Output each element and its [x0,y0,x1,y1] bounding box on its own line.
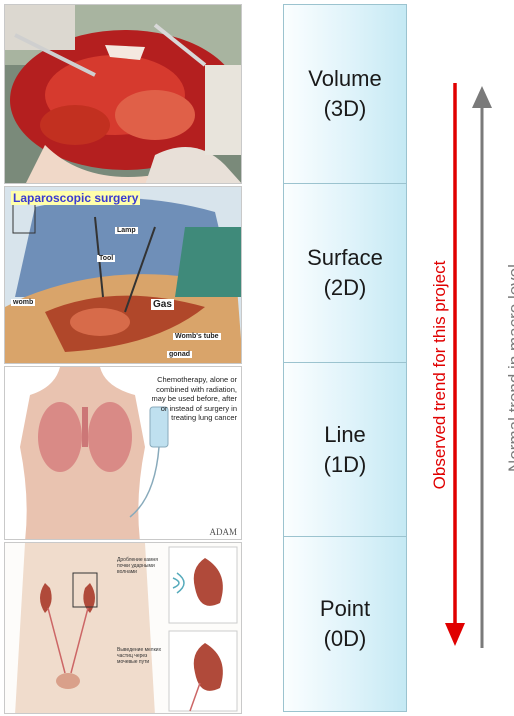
lithotripsy-caption-bottom: Выведение мелких частиц через мочевые пу… [117,647,165,665]
level-point-dim: (0D) [324,624,367,654]
level-surface-name: Surface [307,243,383,273]
label-wombs-tube: Womb's tube [173,333,221,340]
chemotherapy-caption: Chemotherapy, alone or combined with rad… [145,375,237,423]
level-surface-dim: (2D) [324,273,367,303]
laparoscopic-title: Laparoscopic surgery [11,191,140,205]
photo-column: Laparoscopic surgery Lamp Tool Gas womb … [4,4,242,714]
label-lamp: Lamp [115,227,138,234]
observed-trend-label: Observed trend for this project [430,235,450,515]
label-gas: Gas [151,299,174,310]
chemotherapy-image: Chemotherapy, alone or combined with rad… [4,366,242,540]
kidney-lithotripsy-image: Дробление камня почки ударными волнами В… [4,542,242,714]
normal-trend-arrow [472,86,492,648]
dimension-scale: Volume (3D) Surface (2D) Line (1D) Point… [283,4,407,712]
adam-credit: ADAM [209,527,237,537]
label-tool: Tool [97,255,115,262]
level-volume-dim: (3D) [324,94,367,124]
level-line-dim: (1D) [324,450,367,480]
open-surgery-image [4,4,242,184]
level-volume-name: Volume [308,64,381,94]
level-line: Line (1D) [284,363,406,537]
laparoscopic-surgery-image: Laparoscopic surgery Lamp Tool Gas womb … [4,186,242,364]
level-point: Point (0D) [284,537,406,711]
level-surface: Surface (2D) [284,184,406,363]
label-gonad: gonad [167,351,192,358]
label-womb: womb [11,299,35,306]
level-line-name: Line [324,420,366,450]
lithotripsy-caption-top: Дробление камня почки ударными волнами [117,557,165,575]
level-volume: Volume (3D) [284,5,406,184]
trend-arrows [410,78,500,658]
level-point-name: Point [320,594,370,624]
normal-trend-label: Normal trend in macro level [505,223,514,513]
